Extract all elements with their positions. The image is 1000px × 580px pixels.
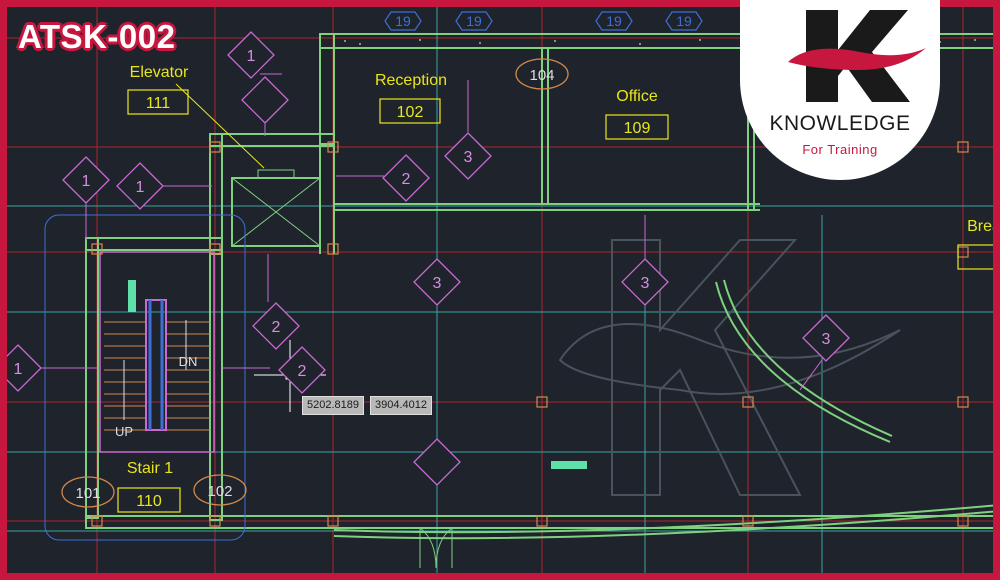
insertion-marker <box>551 461 587 469</box>
tag-diamond <box>62 156 110 204</box>
room-name: Reception <box>375 72 447 89</box>
window-tag <box>455 11 493 31</box>
cursor-y-readout: 3904.4012 <box>370 396 432 415</box>
tag-diamond <box>227 31 275 79</box>
stair-up-label: UP <box>115 424 133 439</box>
tag-diamond-label: 2 <box>298 363 307 380</box>
k-logo-icon <box>788 10 926 102</box>
window-tag-label: 19 <box>466 13 482 29</box>
bottom-doors <box>419 527 453 569</box>
leader-lines <box>40 73 823 391</box>
tag-diamond-label: 1 <box>247 48 256 65</box>
door-tag-label: 104 <box>529 67 554 84</box>
room-name: Brea <box>967 218 1000 235</box>
room-number: 109 <box>624 120 651 137</box>
tag-diamond <box>802 314 850 362</box>
logo-brand: KNOWLEDGE <box>769 112 911 135</box>
column-markers <box>91 141 969 527</box>
window-tag <box>595 11 633 31</box>
stair-dn-label: DN <box>179 354 198 369</box>
door-tag <box>61 476 115 508</box>
window-tag <box>665 11 703 31</box>
room-number-box <box>117 487 181 513</box>
tag-diamond-label: 3 <box>641 275 650 292</box>
stair-1 <box>99 251 215 453</box>
tag-diamond-label: 3 <box>433 275 442 292</box>
knowledge-logo: KNOWLEDGE For Training <box>740 0 940 180</box>
room-name: Stair 1 <box>127 460 173 477</box>
window-tag-label: 19 <box>676 13 692 29</box>
cursor-x-readout: 5202.8189 <box>302 396 364 415</box>
tag-diamond-label: 1 <box>14 361 23 378</box>
window-tag <box>384 11 422 31</box>
tag-diamond-empty <box>413 438 461 486</box>
tag-diamond-label: 3 <box>464 149 473 166</box>
door-tag-label: 102 <box>207 483 232 500</box>
tag-diamond-label: 1 <box>82 173 91 190</box>
tag-diamond <box>413 258 461 306</box>
wall-hatch <box>344 39 976 45</box>
stair-tag-outline <box>44 214 246 541</box>
tag-diamond <box>621 258 669 306</box>
room-number-box <box>379 98 441 124</box>
tag-diamond <box>382 154 430 202</box>
tag-diamond <box>116 162 164 210</box>
room-number: 102 <box>397 104 424 121</box>
room-number: 111 <box>146 95 170 112</box>
elevator-leader <box>175 83 265 169</box>
window-tag-label: 19 <box>606 13 622 29</box>
tag-diamond <box>278 346 326 394</box>
tag-diamond-label: 2 <box>272 319 281 336</box>
door-tag-label: 101 <box>75 485 100 502</box>
room-name: Elevator <box>130 64 189 81</box>
room-number-box <box>605 114 669 140</box>
room-name: Office <box>616 88 658 105</box>
watermark-k <box>558 239 901 496</box>
door-tag <box>515 58 569 90</box>
tag-diamond-label: 2 <box>402 171 411 188</box>
course-badge: ATSK-002 <box>18 18 176 55</box>
elevator-car <box>231 169 321 247</box>
room-number-box <box>127 89 189 115</box>
door-tag <box>193 474 247 506</box>
curved-wall <box>333 279 1000 540</box>
tag-diamond-label: 3 <box>822 331 831 348</box>
room-number: 110 <box>136 493 162 510</box>
logo-tagline: For Training <box>802 142 878 157</box>
tag-diamond <box>444 132 492 180</box>
tag-diamond-empty <box>241 76 289 124</box>
window-tag-label: 19 <box>395 13 411 29</box>
tag-diamond <box>252 302 300 350</box>
tag-diamond-label: 1 <box>136 179 145 196</box>
